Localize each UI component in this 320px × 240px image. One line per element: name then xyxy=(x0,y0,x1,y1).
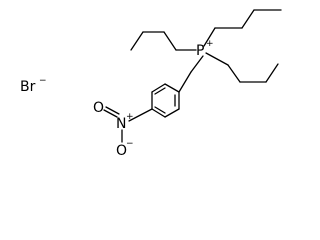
atom-labels: Br − P + O N + O − xyxy=(20,39,214,159)
nitro-oxygen-top-label: O xyxy=(93,100,104,116)
nitro-oxygen-bottom-charge: − xyxy=(126,139,134,149)
nitro-nitrogen-charge: + xyxy=(126,112,134,122)
bond xyxy=(178,71,192,93)
bond xyxy=(203,27,216,47)
bond xyxy=(151,83,166,93)
bond xyxy=(130,31,144,51)
bond xyxy=(103,109,118,118)
bond xyxy=(227,64,241,83)
bond xyxy=(154,87,166,95)
bromide-label: Br xyxy=(20,79,36,95)
nitro-oxygen-bottom-label: O xyxy=(116,143,127,159)
bond xyxy=(265,63,279,83)
phosphorus-charge: + xyxy=(206,39,214,49)
bond xyxy=(151,108,166,118)
bond xyxy=(190,55,204,73)
bonds xyxy=(103,9,282,143)
structure-diagram: Br − P + O N + O − xyxy=(20,9,282,159)
phosphorus-label: P xyxy=(196,43,204,59)
bond xyxy=(163,31,177,51)
bond xyxy=(164,108,180,118)
bond xyxy=(128,108,153,122)
bond xyxy=(154,106,166,114)
bond xyxy=(105,106,120,115)
bromide-charge: − xyxy=(39,76,47,86)
bond xyxy=(164,83,180,93)
nitro-nitrogen-label: N xyxy=(116,116,126,132)
bond xyxy=(241,9,255,29)
bond xyxy=(205,52,229,66)
